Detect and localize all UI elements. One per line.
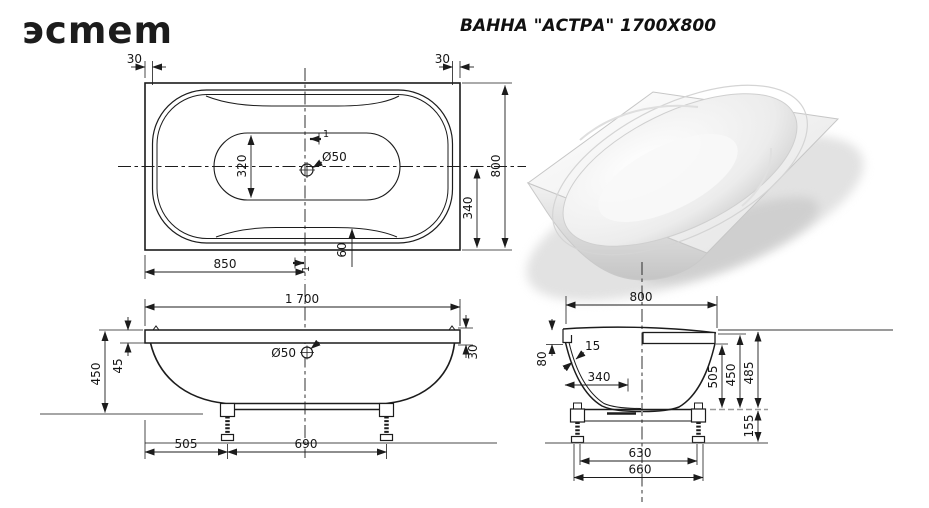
ext-lines-800-side [565, 296, 718, 328]
rim-top-edge-side [562, 326, 717, 334]
side-view: 800 80 15 340 505 [535, 262, 893, 502]
foot-pad-left [220, 433, 235, 442]
tub-headrest-curve [579, 104, 699, 141]
header: эсmеm ВАННА "АСТРА" 1700X800 [22, 9, 716, 52]
top-grip-tab [205, 95, 400, 107]
dim-label-850: 850 [214, 257, 237, 271]
tub-profile-right [642, 343, 716, 413]
dim-label-450-front: 450 [89, 363, 103, 386]
dim-15-arrow-b [562, 362, 573, 372]
dim-15-arrow-a [575, 350, 586, 360]
section-label-top: 1 [323, 129, 329, 140]
foot-pad-left-side [570, 435, 585, 444]
tub-bowl-floor [598, 133, 738, 223]
dim-label-630: 630 [629, 446, 652, 460]
foot-cap-right-side [694, 402, 703, 410]
dim-label-340-plan: 340 [461, 197, 475, 220]
section-label-bottom: 1 [301, 266, 312, 272]
top-view: Ø50 1 1 30 30 800 340 320 850 60 [118, 52, 526, 280]
foot-pad-right-side [691, 435, 706, 444]
drain-leader [312, 159, 323, 168]
rim-front [144, 329, 461, 344]
dim-label-30-right: 30 [435, 52, 450, 66]
dim-label-340-side: 340 [588, 370, 611, 384]
tub-bowl-rim-edge [552, 84, 808, 256]
drain-front-crosshair [300, 345, 314, 360]
dim-label-15: 15 [585, 339, 600, 353]
foot-bracket-right-side [690, 408, 707, 423]
drain-label-front: Ø50 [271, 346, 296, 360]
dim-label-505-side: 505 [706, 366, 720, 389]
foot-bracket-left-side [569, 408, 586, 423]
dim-label-800-side: 800 [630, 290, 653, 304]
dim-label-45: 45 [111, 358, 125, 373]
ext-lines-800 [462, 82, 512, 251]
dim-label-80: 80 [535, 351, 549, 366]
ext-lines-30-right [452, 61, 461, 85]
rim-right-side [642, 331, 716, 345]
dim-label-660: 660 [629, 463, 652, 477]
dim-label-485: 485 [742, 362, 756, 385]
dim-label-690: 690 [295, 437, 318, 451]
dim-label-30-front: 30 [466, 344, 480, 359]
wall-outer-section [564, 342, 642, 413]
ext-lines-30-left [144, 61, 153, 85]
dim-label-450-side: 450 [724, 364, 738, 387]
rim-hook-side [562, 329, 573, 344]
drawing-title: ВАННА "АСТРА" 1700X800 [460, 16, 716, 36]
foot-bracket-right [378, 402, 395, 418]
product-render [526, 84, 864, 301]
ext-lines-frame-side [573, 444, 704, 481]
foot-cap-left-side [573, 402, 582, 410]
rim-end-hooks [152, 325, 456, 331]
drain-front-leader [310, 339, 321, 349]
drain-crosshair [299, 162, 315, 178]
front-view: 1 700 450 45 Ø50 30 505 [40, 284, 497, 459]
dim-label-60: 60 [335, 242, 349, 257]
dim-label-1700: 1 700 [285, 292, 319, 306]
dim-label-800-plan: 800 [489, 155, 503, 178]
ext-lines-side-heights [716, 333, 746, 345]
brand-logo: эсmеm [22, 9, 173, 52]
dim-label-30-left: 30 [127, 52, 142, 66]
foot-bracket-left [219, 402, 236, 418]
bottom-grip-tab [215, 227, 398, 238]
tub-body-front [149, 342, 456, 405]
dim-label-505-front: 505 [175, 437, 198, 451]
wall-inner-section [568, 342, 642, 409]
drain-diameter-label: Ø50 [322, 150, 347, 164]
foot-pad-right [379, 433, 394, 442]
dim-label-320: 320 [235, 155, 249, 178]
tub-seat-curve [741, 147, 773, 207]
dim-label-155: 155 [742, 415, 756, 438]
